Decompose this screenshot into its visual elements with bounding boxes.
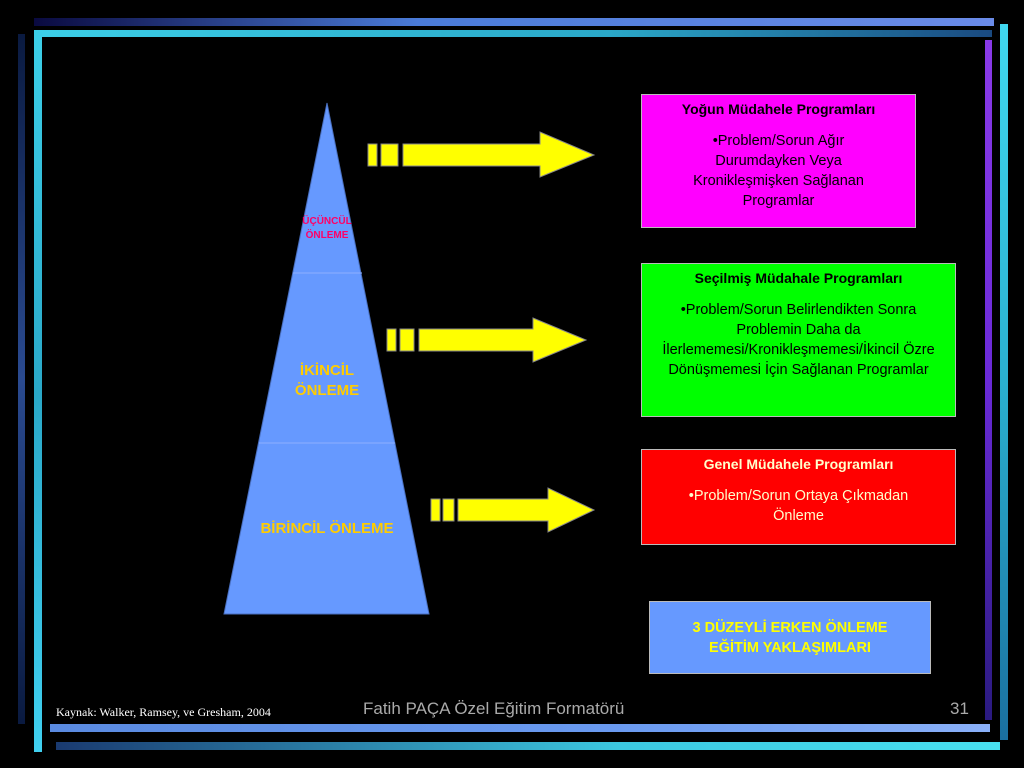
pyramid-label-secondary: İKİNCİL ÖNLEME [294, 362, 360, 399]
frame-bar-bottom-accent [56, 742, 1000, 750]
frame-bar-right [985, 40, 992, 720]
page-number: 31 [950, 699, 969, 718]
pyramid-label-tertiary: ÜÇÜNCÜL ÖNLEME [302, 216, 352, 241]
frame-bar-bottom [50, 724, 990, 732]
frame-bar-top [34, 18, 994, 26]
program-box-general-text: •Problem/Sorun Ortaya Çıkmadan Önleme [688, 488, 909, 524]
footer-center-text: Fatih PAÇA Özel Eğitim Formatörü [363, 699, 625, 718]
program-box-general-title: Genel Müdahele Programları [703, 456, 894, 472]
program-box-selected-title: Seçilmiş Müdahale Programları [694, 270, 903, 286]
pyramid-shape [223, 102, 430, 615]
program-box-intensive-text: •Problem/Sorun Ağır Durumdayken Veya Kro… [693, 133, 864, 209]
arrow-secondary [386, 317, 588, 363]
frame-bar-left-accent [34, 36, 42, 752]
program-box-intensive-title: Yoğun Müdahele Programları [681, 101, 876, 117]
summary-box: 3 DÜZEYLİ ERKEN ÖNLEME EĞİTİM YAKLAŞIMLA… [649, 601, 931, 674]
program-box-intensive: Yoğun Müdahele Programları •Problem/Soru… [641, 94, 916, 228]
arrow-tertiary [367, 131, 596, 178]
arrow-primary [430, 487, 596, 533]
frame-bar-right-accent [1000, 24, 1008, 740]
program-box-general: Genel Müdahele Programları •Problem/Soru… [641, 449, 956, 545]
pyramid-label-primary: BİRİNCİL ÖNLEME [260, 520, 394, 537]
source-citation: Kaynak: Walker, Ramsey, ve Gresham, 2004 [56, 705, 271, 719]
frame-bar-top-accent [34, 30, 992, 37]
frame-bar-left [18, 34, 25, 724]
program-box-selected-text: •Problem/Sorun Belirlendikten Sonra Prob… [662, 302, 935, 378]
program-box-selected: Seçilmiş Müdahale Programları •Problem/S… [641, 263, 956, 417]
summary-box-text: 3 DÜZEYLİ ERKEN ÖNLEME EĞİTİM YAKLAŞIMLA… [692, 619, 888, 656]
